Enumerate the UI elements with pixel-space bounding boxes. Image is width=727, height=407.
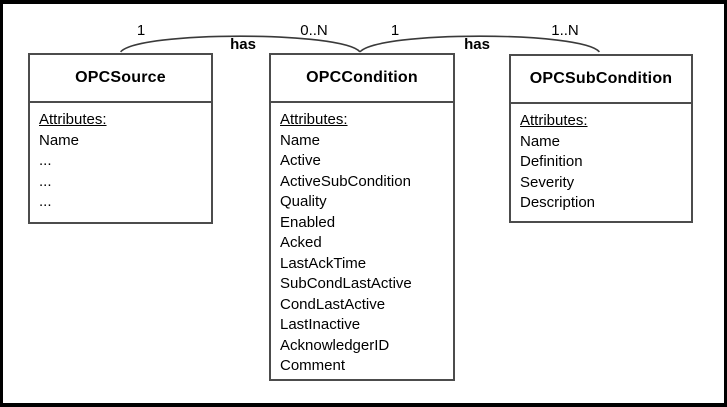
attribute-item: Description xyxy=(520,194,596,211)
attribute-item: ... xyxy=(39,152,52,169)
attributes-label: Attributes: xyxy=(520,112,588,129)
attribute-item: Severity xyxy=(520,173,575,191)
attribute-item: Name xyxy=(39,131,80,149)
cardinality-label-condition-side-left: 0..N xyxy=(300,22,328,39)
attribute-item: LastInactive xyxy=(280,316,361,333)
relationship-arc-condition-subcondition xyxy=(359,35,601,53)
diagram-canvas: 1 has 0..N 1 has 1..N OPCSource Attribut… xyxy=(3,4,724,403)
entity-opccondition-title: OPCCondition xyxy=(271,55,453,103)
attribute-item: Enabled xyxy=(280,213,336,231)
cardinality-label-subcondition-side: 1..N xyxy=(551,22,579,39)
cardinality-label-condition-side-right: 1 xyxy=(390,22,400,39)
attributes-label: Attributes: xyxy=(280,111,348,128)
attribute-item: CondLastActive xyxy=(280,295,386,313)
relationship-label-has-1: has xyxy=(230,36,256,53)
attributes-label: Attributes: xyxy=(39,111,107,128)
attribute-list: Name......... xyxy=(39,131,203,213)
attribute-item: Quality xyxy=(280,193,327,210)
attribute-item: ... xyxy=(39,193,52,210)
entity-opcsource-body: Attributes: Name......... xyxy=(30,103,211,213)
attribute-item: ActiveSubCondition xyxy=(280,172,411,190)
cardinality-label-source-side: 1 xyxy=(136,22,146,39)
attribute-item: SubCondLastActive xyxy=(280,275,412,292)
relationship-label-has-2: has xyxy=(464,36,490,53)
relationship-arcs-layer xyxy=(120,35,601,53)
attribute-item: LastAckTime xyxy=(280,254,367,272)
attribute-item: Name xyxy=(520,132,561,150)
attribute-item: ... xyxy=(39,172,52,190)
entity-opcsubcondition-title: OPCSubCondition xyxy=(511,56,691,104)
entity-opcsource: OPCSource Attributes: Name......... xyxy=(28,53,213,224)
attribute-item: Acked xyxy=(280,234,322,251)
attribute-item: AcknowledgerID xyxy=(280,336,390,354)
entity-opcsource-title: OPCSource xyxy=(30,55,211,103)
attribute-item: Comment xyxy=(280,357,346,374)
attribute-item: Definition xyxy=(520,153,583,170)
attribute-item: Active xyxy=(280,152,321,169)
relationship-arc-source-condition xyxy=(120,35,361,53)
attribute-item: Name xyxy=(280,131,321,149)
